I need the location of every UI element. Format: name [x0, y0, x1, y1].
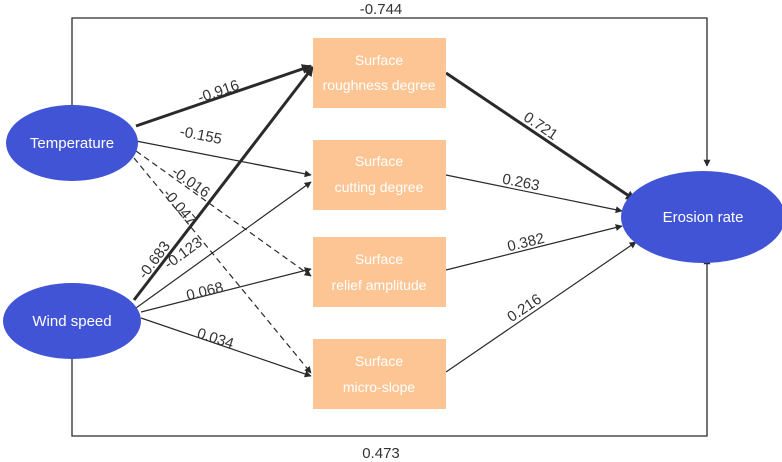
arrow-wind-to-cutting	[135, 181, 312, 309]
coef-relief-to-erosion: 0.382	[506, 230, 547, 256]
coef-temp-to-erosion: -0.744	[360, 1, 403, 18]
coef-roughness-to-erosion: 0.721	[520, 109, 561, 144]
arrow-temperature-to-roughness	[135, 64, 312, 128]
arrow-wind-to-relief	[140, 267, 312, 313]
coef-wind-to-relief: 0.068	[185, 279, 226, 305]
arrow-temperature-to-cutting	[135, 140, 312, 178]
arrow-wind-to-erosion	[71, 257, 711, 437]
node-relief	[313, 237, 446, 307]
coef-temp-to-cutting: -0.155	[178, 123, 223, 148]
arrow-cutting-to-erosion	[445, 174, 623, 214]
arrow-relief-to-erosion	[445, 224, 623, 271]
arrow-microslope-to-erosion	[445, 241, 637, 373]
arrow-temperature-to-erosion	[71, 17, 711, 167]
arrow-wind-to-microslope	[140, 317, 312, 378]
node-roughness	[313, 38, 446, 108]
arrow-temperature-to-microslope	[133, 157, 312, 374]
node-cutting	[313, 140, 446, 210]
node-wind-speed	[3, 283, 141, 359]
node-microslope	[313, 339, 446, 409]
node-wind-speed-label: Wind speed	[32, 313, 111, 330]
node-cutting-line1: Surface	[355, 153, 403, 169]
node-relief-line1: Surface	[355, 251, 403, 267]
node-temperature	[6, 105, 138, 181]
node-relief-line2: relief amplitude	[332, 277, 427, 293]
node-cutting-line2: cutting degree	[335, 179, 424, 195]
coef-microslope-to-erosion: 0.216	[504, 291, 545, 326]
coef-wind-to-cutting: -0.123	[161, 234, 205, 273]
node-erosion-rate-label: Erosion rate	[663, 209, 744, 226]
node-erosion-rate	[621, 171, 782, 263]
node-temperature-label: Temperature	[30, 135, 114, 152]
arrow-temperature-to-relief	[135, 150, 312, 277]
node-microslope-line1: Surface	[355, 353, 403, 369]
arrow-wind-to-roughness	[132, 66, 315, 301]
node-roughness-line1: Surface	[355, 52, 403, 68]
coef-wind-to-microslope: 0.034	[195, 325, 236, 353]
coef-wind-to-erosion: 0.473	[362, 445, 400, 462]
node-microslope-line2: micro-slope	[343, 379, 416, 395]
arrow-roughness-to-erosion	[445, 71, 636, 202]
coef-temp-to-roughness: -0.916	[196, 77, 242, 107]
node-roughness-line2: roughness degree	[323, 77, 436, 93]
coef-cutting-to-erosion: 0.263	[501, 171, 541, 195]
